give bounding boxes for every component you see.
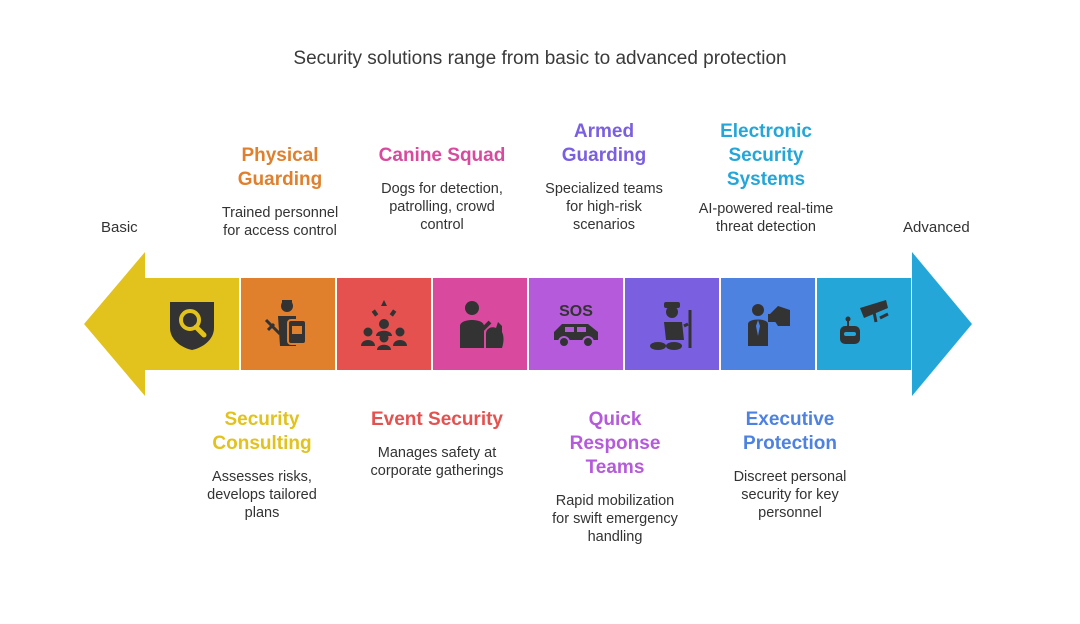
armed-guard-icon — [650, 302, 692, 350]
cctv-robot-icon — [840, 300, 889, 344]
block-security-consulting — [145, 278, 239, 370]
block-electronic-security-systems — [817, 278, 911, 370]
block-armed-guarding — [625, 278, 719, 370]
electronic-security-systems-title: Electronic Security Systems — [720, 121, 812, 190]
item-executive-protection: Executive Protection Discreet personal s… — [705, 408, 875, 522]
sos-car-icon: SOS — [554, 303, 598, 348]
canine-handler-icon — [460, 301, 504, 348]
armed-guarding-description: Specialized teams for high-risk scenario… — [545, 181, 663, 233]
canine-squad-description: Dogs for detection, patrolling, crowd co… — [381, 181, 503, 233]
crowd-icon — [361, 300, 407, 350]
item-quick-response-teams: Quick Response Teams Rapid mobilization … — [530, 408, 700, 546]
item-physical-guarding: Physical Guarding Trained personnel for … — [195, 144, 365, 240]
diagram-title: Security solutions range from basic to a… — [293, 48, 787, 69]
basic-label: Basic — [101, 219, 138, 236]
security-consulting-title: Security Consulting — [212, 409, 312, 454]
block-quick-response-teams: SOS — [529, 278, 623, 370]
item-canine-squad: Canine Squad Dogs for detection, patroll… — [357, 144, 527, 234]
quick-response-teams-description: Rapid mobilization for swift emergency h… — [552, 493, 678, 545]
executive-protection-description: Discreet personal security for key perso… — [733, 469, 847, 521]
electronic-security-systems-description: AI-powered real-time threat detection — [698, 201, 834, 235]
bodyguard-icon — [748, 304, 790, 346]
item-security-consulting: Security Consulting Assesses risks, deve… — [177, 408, 347, 522]
guard-shield-icon — [264, 300, 307, 346]
block-physical-guarding — [241, 278, 335, 370]
item-electronic-security-systems: Electronic Security Systems AI-powered r… — [681, 120, 851, 236]
item-event-security: Event Security Manages safety at corpora… — [352, 408, 522, 480]
armed-guarding-title: Armed Guarding — [561, 121, 647, 166]
executive-protection-title: Executive Protection — [743, 409, 837, 454]
left-arrowhead — [84, 252, 145, 396]
block-event-security — [337, 278, 431, 370]
search-shield-icon — [170, 302, 214, 350]
right-arrowhead — [912, 252, 972, 396]
advanced-label: Advanced — [903, 219, 970, 236]
item-armed-guarding: Armed Guarding Specialized teams for hig… — [519, 120, 689, 234]
physical-guarding-description: Trained personnel for access control — [221, 205, 339, 239]
block-executive-protection — [721, 278, 815, 370]
event-security-description: Manages safety at corporate gatherings — [370, 445, 504, 479]
quick-response-teams-title: Quick Response Teams — [569, 409, 661, 478]
svg-text:SOS: SOS — [559, 303, 593, 320]
physical-guarding-title: Physical Guarding — [237, 145, 323, 190]
security-consulting-description: Assesses risks, develops tailored plans — [207, 469, 317, 521]
block-canine-squad — [433, 278, 527, 370]
canine-squad-title: Canine Squad — [378, 145, 506, 166]
event-security-title: Event Security — [371, 409, 503, 430]
